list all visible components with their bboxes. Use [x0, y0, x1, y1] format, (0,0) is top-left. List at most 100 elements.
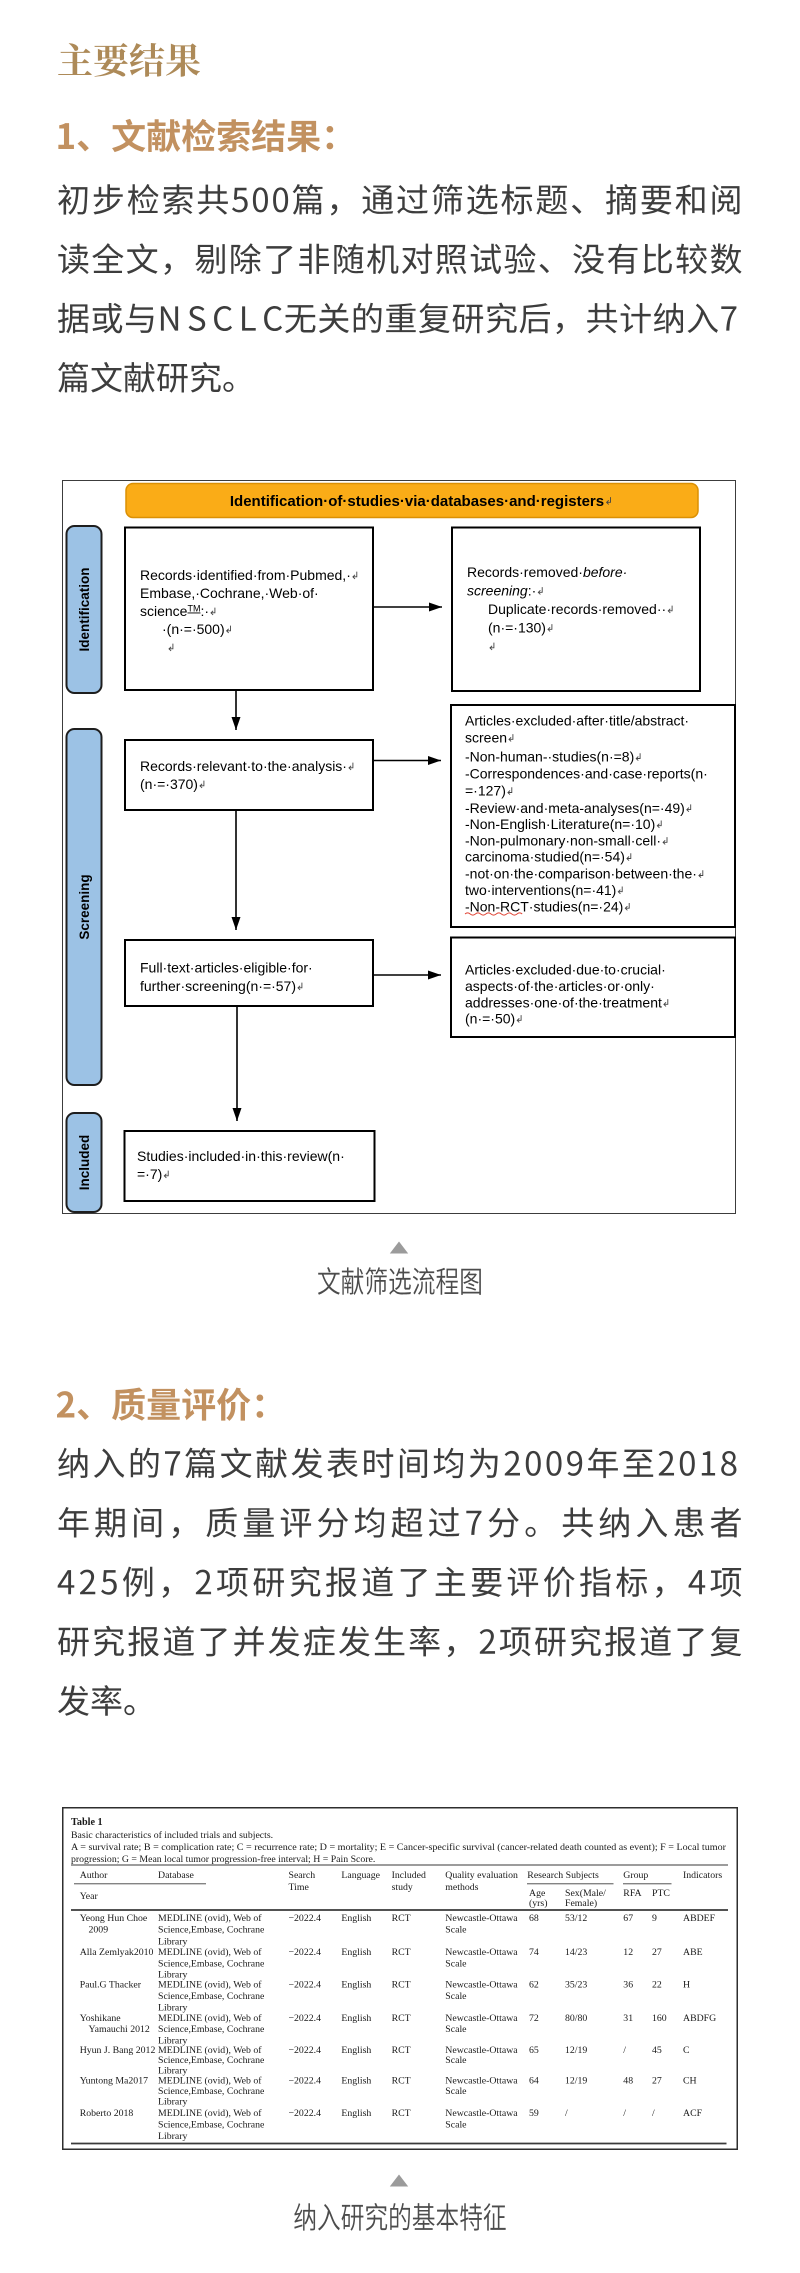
- svg-text:English: English: [341, 2075, 371, 2086]
- svg-text:Included: Included: [77, 1135, 92, 1191]
- svg-text:(n·=·50): (n·=·50): [465, 1011, 515, 1027]
- svg-text:Yamauchi 2012: Yamauchi 2012: [89, 2024, 150, 2035]
- svg-text:−2022.4: −2022.4: [289, 2045, 322, 2056]
- svg-text:−2022.4: −2022.4: [289, 2108, 322, 2119]
- svg-text:Newcastle-Ottawa: Newcastle-Ottawa: [445, 1979, 518, 1990]
- svg-text:Library: Library: [158, 1936, 187, 1947]
- svg-text:64: 64: [529, 2075, 539, 2086]
- svg-text:Quality evaluation: Quality evaluation: [445, 1870, 518, 1881]
- svg-text:Alla Zemlyak2010: Alla Zemlyak2010: [80, 1947, 154, 1958]
- svg-text:Yuntong Ma2017: Yuntong Ma2017: [80, 2075, 148, 2086]
- svg-text:carcinoma·studied(n=·54): carcinoma·studied(n=·54): [465, 849, 625, 865]
- svg-text:Roberto 2018: Roberto 2018: [80, 2108, 134, 2119]
- svg-text:Library: Library: [158, 2002, 187, 2013]
- svg-text:65: 65: [529, 2045, 539, 2056]
- svg-text:MEDLINE (ovid), Web of: MEDLINE (ovid), Web of: [158, 1979, 262, 1990]
- svg-text:74: 74: [529, 1947, 539, 1958]
- svg-text:Library: Library: [158, 2065, 187, 2076]
- svg-text:Science,Embase, Cochrane: Science,Embase, Cochrane: [158, 2024, 265, 2035]
- svg-text:progression; G = Mean local tu: progression; G = Mean local tumor progre…: [71, 1854, 375, 1865]
- svg-text:Screening: Screening: [77, 874, 92, 939]
- svg-text:Records·identified·from·Pubmed: Records·identified·from·Pubmed,·: [140, 567, 351, 583]
- svg-text:RCT: RCT: [392, 2013, 411, 2024]
- svg-text:RFA: RFA: [623, 1888, 641, 1899]
- svg-text:2009: 2009: [89, 1925, 109, 1936]
- svg-text:English: English: [341, 1979, 371, 1990]
- svg-text:9: 9: [652, 1913, 657, 1924]
- svg-text:Group: Group: [623, 1870, 648, 1881]
- svg-text:(n·=·370): (n·=·370): [140, 776, 198, 792]
- svg-text:Included: Included: [392, 1870, 426, 1881]
- svg-text:Newcastle-Ottawa: Newcastle-Ottawa: [445, 1947, 518, 1958]
- svg-text:Year: Year: [80, 1891, 99, 1902]
- svg-text:MEDLINE (ovid), Web of: MEDLINE (ovid), Web of: [158, 2108, 262, 2119]
- svg-text:Table 1: Table 1: [71, 1817, 103, 1828]
- svg-text:Sex(Male/: Sex(Male/: [565, 1888, 606, 1899]
- svg-text:RCT: RCT: [392, 1947, 411, 1958]
- svg-text:MEDLINE (ovid), Web of: MEDLINE (ovid), Web of: [158, 2075, 262, 2086]
- svg-text:-Non-English·Literature(n=·10): -Non-English·Literature(n=·10): [465, 816, 655, 832]
- svg-text:ABE: ABE: [683, 1947, 703, 1958]
- svg-text:Science,Embase, Cochrane: Science,Embase, Cochrane: [158, 1925, 265, 1936]
- svg-text:80/80: 80/80: [565, 2013, 587, 2024]
- svg-text:MEDLINE (ovid), Web of: MEDLINE (ovid), Web of: [158, 1913, 262, 1924]
- svg-text:(n·=·130): (n·=·130): [488, 620, 546, 636]
- svg-text:(yrs): (yrs): [529, 1898, 548, 1909]
- svg-text:Science,Embase, Cochrane: Science,Embase, Cochrane: [158, 1991, 265, 2002]
- svg-text:-Non-pulmonary·non-small·cell·: -Non-pulmonary·non-small·cell·: [465, 833, 661, 849]
- svg-text:−2022.4: −2022.4: [289, 1979, 322, 1990]
- svg-text:ACF: ACF: [683, 2108, 703, 2119]
- svg-text:36: 36: [623, 1979, 633, 1990]
- svg-text:C: C: [683, 2045, 690, 2056]
- svg-text:two·interventions(n=·41): two·interventions(n=·41): [465, 882, 616, 898]
- svg-text:Records·removed·before·: Records·removed·before·: [467, 564, 627, 580]
- svg-text:Language: Language: [341, 1870, 380, 1881]
- svg-text:Library: Library: [158, 1970, 187, 1981]
- svg-text:English: English: [341, 1913, 371, 1924]
- svg-text:Author: Author: [80, 1870, 108, 1881]
- svg-text:=·127): =·127): [465, 783, 506, 799]
- svg-text:35/23: 35/23: [565, 1979, 587, 1990]
- svg-text:Library: Library: [158, 2096, 187, 2107]
- svg-text:Scale: Scale: [445, 1958, 467, 1969]
- svg-text:Yoshikane: Yoshikane: [80, 2013, 122, 2024]
- svg-text:Scale: Scale: [445, 1925, 467, 1936]
- svg-text:Age: Age: [529, 1888, 546, 1899]
- svg-text:=·7): =·7): [137, 1166, 162, 1182]
- svg-text:English: English: [341, 1947, 371, 1958]
- svg-text:MEDLINE (ovid), Web of: MEDLINE (ovid), Web of: [158, 2045, 262, 2056]
- svg-text:Embase,·Cochrane,·Web·of·: Embase,·Cochrane,·Web·of·: [140, 585, 319, 601]
- svg-text:−2022.4: −2022.4: [289, 1913, 322, 1924]
- svg-text:-Non-RCT·studies(n=·24): -Non-RCT·studies(n=·24): [465, 898, 623, 914]
- svg-text:-not·on·the·comparison·between: -not·on·the·comparison·between·the·: [465, 866, 697, 882]
- svg-text:/: /: [623, 2108, 626, 2119]
- svg-text:RCT: RCT: [392, 2108, 411, 2119]
- svg-text:−2022.4: −2022.4: [289, 1947, 322, 1958]
- svg-text:-Correspondences·and·case·repo: -Correspondences·and·case·reports(n·: [465, 766, 708, 782]
- svg-text:59: 59: [529, 2108, 539, 2119]
- svg-text:screen: screen: [465, 730, 507, 746]
- svg-text:Identification: Identification: [77, 568, 92, 652]
- svg-text:−2022.4: −2022.4: [289, 2075, 322, 2086]
- svg-text:Hyun J. Bang 2012: Hyun J. Bang 2012: [80, 2045, 156, 2056]
- svg-text:screening:·: screening:·: [467, 583, 536, 599]
- svg-text:27: 27: [652, 1947, 662, 1958]
- svg-text:Studies·included·in·this·revie: Studies·included·in·this·review(n·: [137, 1148, 345, 1164]
- svg-text:Newcastle-Ottawa: Newcastle-Ottawa: [445, 1913, 518, 1924]
- svg-text:methods: methods: [445, 1882, 478, 1893]
- svg-text:Science,Embase, Cochrane: Science,Embase, Cochrane: [158, 2119, 265, 2130]
- svg-text:Scale: Scale: [445, 2024, 467, 2035]
- svg-text:Articles·excluded·after·title/: Articles·excluded·after·title/abstract·: [465, 713, 689, 729]
- svg-text:RCT: RCT: [392, 1979, 411, 1990]
- svg-text:Science,Embase, Cochrane: Science,Embase, Cochrane: [158, 2055, 265, 2066]
- svg-text:·(n·=·500): ·(n·=·500): [162, 621, 225, 637]
- svg-text:RCT: RCT: [392, 2075, 411, 2086]
- svg-text:Science,Embase, Cochrane: Science,Embase, Cochrane: [158, 1958, 265, 1969]
- svg-text:/: /: [623, 2045, 626, 2056]
- svg-text:-Review·and·meta-analyses(n=·4: -Review·and·meta-analyses(n=·49): [465, 800, 685, 816]
- svg-text:Articles·excluded·due·to·cruci: Articles·excluded·due·to·crucial·: [465, 962, 666, 978]
- svg-text:−2022.4: −2022.4: [289, 2013, 322, 2024]
- svg-text:45: 45: [652, 2045, 662, 2056]
- svg-text:53/12: 53/12: [565, 1913, 587, 1924]
- svg-text:Paul.G Thacker: Paul.G Thacker: [80, 1979, 142, 1990]
